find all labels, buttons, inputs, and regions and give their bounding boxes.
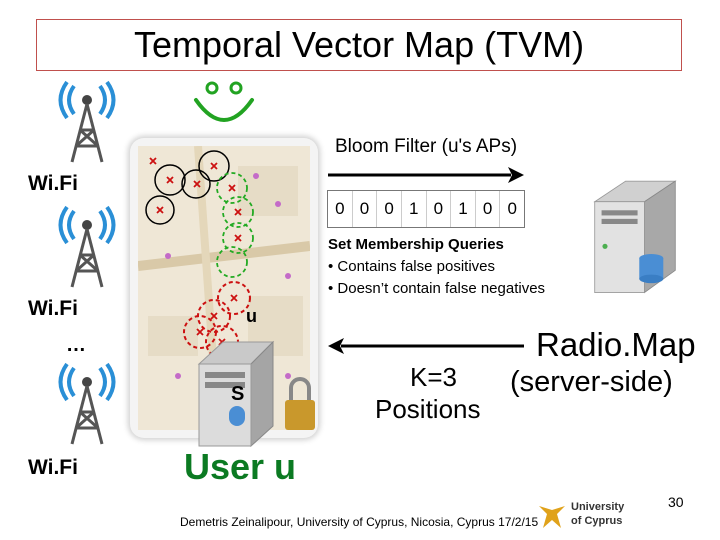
bloom-filter-label: Bloom Filter (u's APs) xyxy=(335,136,518,157)
right-arrow-icon xyxy=(328,167,524,183)
smiley-icon xyxy=(194,81,254,122)
radiomap-label: Radio.Map xyxy=(536,326,696,363)
bloom-filter-bits: 0 0 0 1 0 1 0 0 xyxy=(327,190,525,228)
bit-cell: 0 xyxy=(425,191,451,227)
set-membership-title: Set Membership Queries xyxy=(328,236,504,253)
wifi-tower-icon xyxy=(58,205,116,288)
page-title: Temporal Vector Map (TVM) xyxy=(133,24,585,65)
positions-label: Positions xyxy=(375,394,481,424)
logo-line: of Cyprus xyxy=(571,515,623,527)
wifi-label: Wi.Fi xyxy=(28,297,78,320)
k-label: K=3 xyxy=(410,362,457,392)
bit-cell: 1 xyxy=(450,191,475,227)
wifi-tower-icon xyxy=(58,80,116,163)
ellipsis: … xyxy=(66,334,86,356)
bit-cell: 0 xyxy=(351,191,377,227)
logo-emblem-icon xyxy=(539,506,565,528)
university-logo: University of Cyprus xyxy=(537,498,637,532)
page-number: 30 xyxy=(668,494,684,510)
bit-cell: 0 xyxy=(474,191,500,227)
wifi-label: Wi.Fi xyxy=(28,172,78,195)
client-server-glyph: S xyxy=(231,383,245,405)
client-server-icon xyxy=(197,340,315,448)
bit-cell: 1 xyxy=(400,191,426,227)
bit-cell: 0 xyxy=(376,191,401,227)
wifi-label: Wi.Fi xyxy=(28,456,78,479)
set-membership-item: • Contains false positives xyxy=(328,258,495,275)
wifi-tower-icon xyxy=(58,362,116,445)
set-membership-item: • Doesn’t contain false negatives xyxy=(328,280,546,297)
map-user-marker: u xyxy=(246,306,257,326)
left-arrow-icon xyxy=(328,338,524,354)
user-label: User u xyxy=(184,446,297,487)
logo-line: University xyxy=(571,501,625,513)
bit-cell: 0 xyxy=(499,191,524,227)
server-icon xyxy=(593,180,677,294)
bit-cell: 0 xyxy=(335,199,345,218)
server-side-label: (server-side) xyxy=(510,366,673,398)
title-box xyxy=(36,19,682,71)
footer-text: Demetris Zeinalipour, University of Cypr… xyxy=(180,515,539,529)
